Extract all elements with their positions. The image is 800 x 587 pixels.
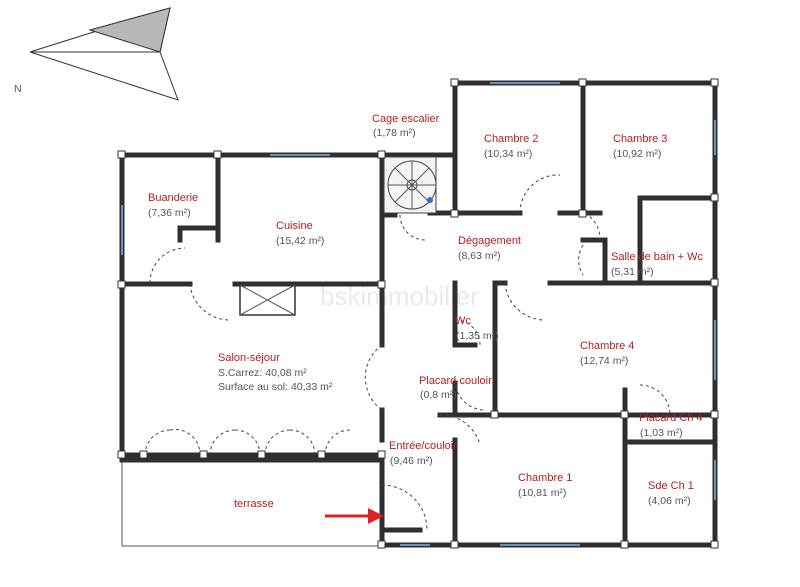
chambre-1-name: Chambre 1	[518, 472, 572, 484]
degagement-name: Dégagement	[458, 235, 521, 247]
wall-nodes	[117, 78, 719, 549]
north-label: N	[14, 83, 22, 95]
buanderie-name: Buanderie	[148, 192, 198, 204]
kitchen-hood	[239, 284, 296, 316]
chambre-1-area: (10,81 m²)	[518, 487, 566, 499]
chambre-3-area: (10,92 m²)	[613, 148, 661, 160]
salon-sejour-sol: Surface au sol: 40,33 m²	[218, 381, 333, 393]
chambre-4-area: (12,74 m²)	[580, 355, 628, 367]
entree-couloir-name: Entrée/couloir	[389, 440, 457, 452]
sde-ch1-area: (4,06 m²)	[648, 495, 691, 507]
placard-couloir-area: (0,8 m²)	[420, 389, 457, 401]
cage-escalier-area: (1,78 m²)	[373, 127, 416, 139]
chambre-2-name: Chambre 2	[484, 133, 538, 145]
salle-de-bain-name: Salle de bain + Wc	[611, 251, 704, 263]
chambre-3-name: Chambre 3	[613, 133, 667, 145]
cage-escalier-name: Cage escalier	[372, 113, 440, 125]
buanderie-area: (7,36 m²)	[148, 207, 191, 219]
windows	[121, 82, 716, 546]
entree-couloir-area: (9,46 m²)	[390, 455, 433, 467]
cuisine-area: (15,42 m²)	[276, 235, 324, 247]
staircase	[383, 156, 437, 214]
sde-ch1-name: Sde Ch 1	[648, 480, 694, 492]
doors	[144, 174, 671, 531]
salon-sejour-carrez: S.Carrez: 40,08 m²	[218, 367, 307, 379]
placard-ch4-name: Placard Ch 4	[639, 412, 703, 424]
salle-de-bain-area: (5,31 m²)	[611, 266, 654, 278]
cuisine-name: Cuisine	[276, 220, 313, 232]
interior-walls	[119, 80, 718, 548]
chambre-4-name: Chambre 4	[580, 340, 634, 352]
wc-name: Wc	[455, 315, 471, 327]
placard-ch4-area: (1,03 m²)	[640, 427, 683, 439]
chambre-2-area: (10,34 m²)	[484, 148, 532, 160]
salon-sejour-name: Salon-séjour	[218, 352, 280, 364]
room-labels: Cage escalier (1,78 m²) Chambre 2 (10,34…	[148, 113, 704, 510]
wc-area: (1,35 m²)	[456, 330, 499, 342]
degagement-area: (8,63 m²)	[458, 250, 501, 262]
entrance-arrow	[325, 508, 384, 524]
terrasse-name: terrasse	[234, 498, 274, 510]
placard-couloir-name: Placard couloir	[419, 375, 492, 387]
compass-arrow	[29, 7, 179, 101]
